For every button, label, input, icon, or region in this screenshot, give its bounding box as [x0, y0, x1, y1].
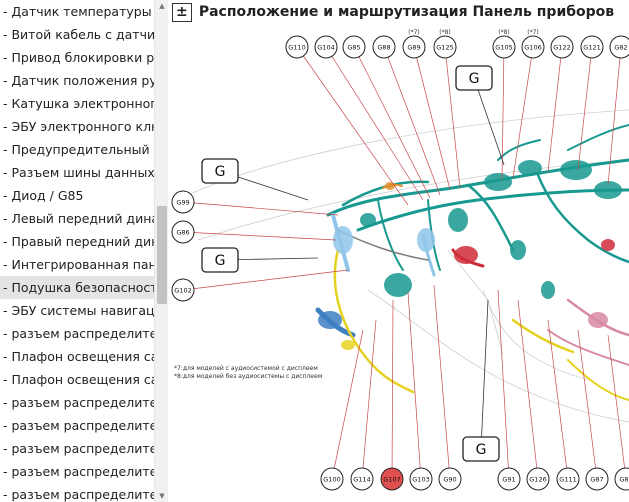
wiring-diagram: G110 G104 G85 G88 G89 G125 G105 G106 G122 G121 G82…	[171, 29, 629, 491]
svg-text:G89: G89	[407, 43, 420, 51]
connector-g114[interactable]: G114	[350, 467, 374, 491]
connector-g106[interactable]: G106	[521, 35, 545, 59]
tree-item[interactable]: - Предупредительный и	[3, 142, 154, 157]
tree-item[interactable]: - Привод блокировки ру	[3, 50, 154, 65]
note-8: *8:для моделей без аудиосистемы с диспле…	[174, 373, 322, 380]
superscript-note: (*7)	[527, 29, 539, 36]
tree-item[interactable]: - разъем распределител	[3, 395, 154, 410]
connector-g102[interactable]: G102	[171, 278, 195, 302]
ground-callout-g[interactable]: G	[462, 436, 500, 462]
superscript-note: (*7)	[408, 29, 420, 36]
svg-text:G107: G107	[383, 475, 400, 483]
tree-item[interactable]: - Витой кабель с датчик	[3, 27, 154, 42]
connector-g88[interactable]: G88	[372, 35, 396, 59]
svg-text:G106: G106	[524, 43, 541, 51]
tree-item[interactable]: - Разъем шины данных	[3, 165, 154, 180]
ground-callout-g[interactable]: G	[201, 158, 239, 184]
connectors-layer: G110 G104 G85 G88 G89 G125 G105 G106 G122 G121 G82…	[171, 29, 629, 491]
tree-item[interactable]: - Плафон освещения са	[3, 349, 154, 364]
svg-text:G: G	[476, 442, 487, 458]
connector-g86[interactable]: G86	[171, 220, 195, 244]
connector-g126[interactable]: G126	[526, 467, 550, 491]
connector-g87[interactable]: G87	[585, 467, 609, 491]
g-callouts: G G G G	[201, 65, 500, 462]
tree-item[interactable]: - Левый передний дина	[3, 211, 154, 226]
tree-item[interactable]: - Диод / G85	[3, 188, 84, 203]
connector-g100[interactable]: G100	[320, 467, 344, 491]
connector-g107[interactable]: G107	[380, 467, 404, 491]
tree-item[interactable]: - разъем распределител	[3, 418, 154, 433]
ground-callout-g[interactable]: G	[201, 247, 239, 273]
svg-text:G111: G111	[559, 475, 576, 483]
connector-g110[interactable]: G110	[285, 35, 309, 59]
tree-item[interactable]: - Датчик температуры в	[3, 4, 154, 19]
connector-g111[interactable]: G111	[556, 467, 580, 491]
connector-g104[interactable]: G104	[314, 35, 338, 59]
svg-text:G88: G88	[377, 43, 390, 51]
scroll-up-icon[interactable]: ▲	[159, 2, 165, 10]
tree-item[interactable]: - Правый передний дин	[3, 234, 154, 249]
superscript-note: (*8)	[439, 29, 451, 36]
svg-text:G85: G85	[347, 43, 360, 51]
tree-list: - Датчик температуры в - Витой кабель с д…	[0, 0, 168, 502]
tree-item[interactable]: - Датчик положения рул	[3, 73, 154, 88]
ground-callout-g[interactable]: G	[455, 65, 493, 91]
collapse-toggle-button[interactable]: ±	[172, 3, 192, 22]
svg-text:G126: G126	[529, 475, 546, 483]
superscript-note: (*8)	[498, 29, 510, 36]
svg-text:G91: G91	[502, 475, 515, 483]
tree-item[interactable]: - Подушка безопасност	[0, 276, 154, 299]
tree-item[interactable]: - разъем распределител	[3, 441, 154, 456]
connector-g82[interactable]: G82	[609, 35, 629, 59]
leader-lines	[182, 46, 627, 480]
svg-text:G82: G82	[614, 43, 627, 51]
tree-item[interactable]: - ЭБУ системы навигаци	[3, 303, 154, 318]
connector-g89[interactable]: G89	[402, 35, 426, 59]
connector-g91[interactable]: G91	[497, 467, 521, 491]
scroll-down-icon[interactable]: ▼	[159, 492, 165, 500]
connector-g85[interactable]: G85	[342, 35, 366, 59]
svg-text:G: G	[215, 253, 226, 269]
connector-g103[interactable]: G103	[409, 467, 433, 491]
svg-text:G: G	[469, 71, 480, 87]
panel-header: ± Расположение и маршрутизация Панель пр…	[168, 3, 629, 23]
wire-harness	[315, 124, 629, 401]
svg-text:G86: G86	[176, 228, 189, 236]
svg-text:G104: G104	[317, 43, 334, 51]
connector-g105[interactable]: G105	[492, 35, 516, 59]
tree-item[interactable]: - Интегрированная пане	[3, 257, 154, 272]
tree-item[interactable]: - разъем распределител	[3, 464, 154, 479]
connector-g125[interactable]: G125	[433, 35, 457, 59]
connector-g90[interactable]: G90	[438, 467, 462, 491]
svg-text:G100: G100	[323, 475, 340, 483]
svg-text:G90: G90	[443, 475, 456, 483]
svg-text:G121: G121	[583, 43, 600, 51]
svg-text:G122: G122	[553, 43, 570, 51]
svg-text:G125: G125	[436, 43, 453, 51]
panel-title: Расположение и маршрутизация Панель приб…	[198, 4, 615, 20]
svg-text:G114: G114	[353, 475, 370, 483]
connector-g122[interactable]: G122	[550, 35, 574, 59]
tree-item[interactable]: - разъем распределител	[3, 487, 154, 502]
tree-item[interactable]: - ЭБУ электронного клю	[3, 119, 154, 134]
svg-text:G: G	[215, 164, 226, 180]
svg-text:G103: G103	[412, 475, 429, 483]
connector-g121[interactable]: G121	[580, 35, 604, 59]
svg-text:G84: G84	[619, 475, 629, 483]
svg-text:G102: G102	[174, 286, 191, 294]
svg-text:G99: G99	[176, 198, 189, 206]
tree-item[interactable]: - Катушка электронного	[3, 96, 154, 111]
sidebar-scrollbar[interactable]: ▲ ▼	[154, 0, 168, 502]
tree-item[interactable]: - Плафон освещения са	[3, 372, 154, 387]
note-7: *7:для моделей с аудиосистемой с дисплее…	[174, 365, 318, 372]
scroll-thumb[interactable]	[157, 206, 167, 304]
svg-text:G105: G105	[495, 43, 512, 51]
tree-item[interactable]: - разъем распределител	[3, 326, 154, 341]
svg-text:G87: G87	[590, 475, 603, 483]
diagram-panel: G110 G104 G85 G88 G89 G125 G105 G106 G122 G121 G82…	[168, 0, 629, 502]
connector-g84[interactable]: G84	[614, 467, 629, 491]
svg-text:G110: G110	[288, 43, 305, 51]
sidebar-tree: - Датчик температуры в - Витой кабель с д…	[0, 0, 168, 502]
connector-g99[interactable]: G99	[171, 190, 195, 214]
